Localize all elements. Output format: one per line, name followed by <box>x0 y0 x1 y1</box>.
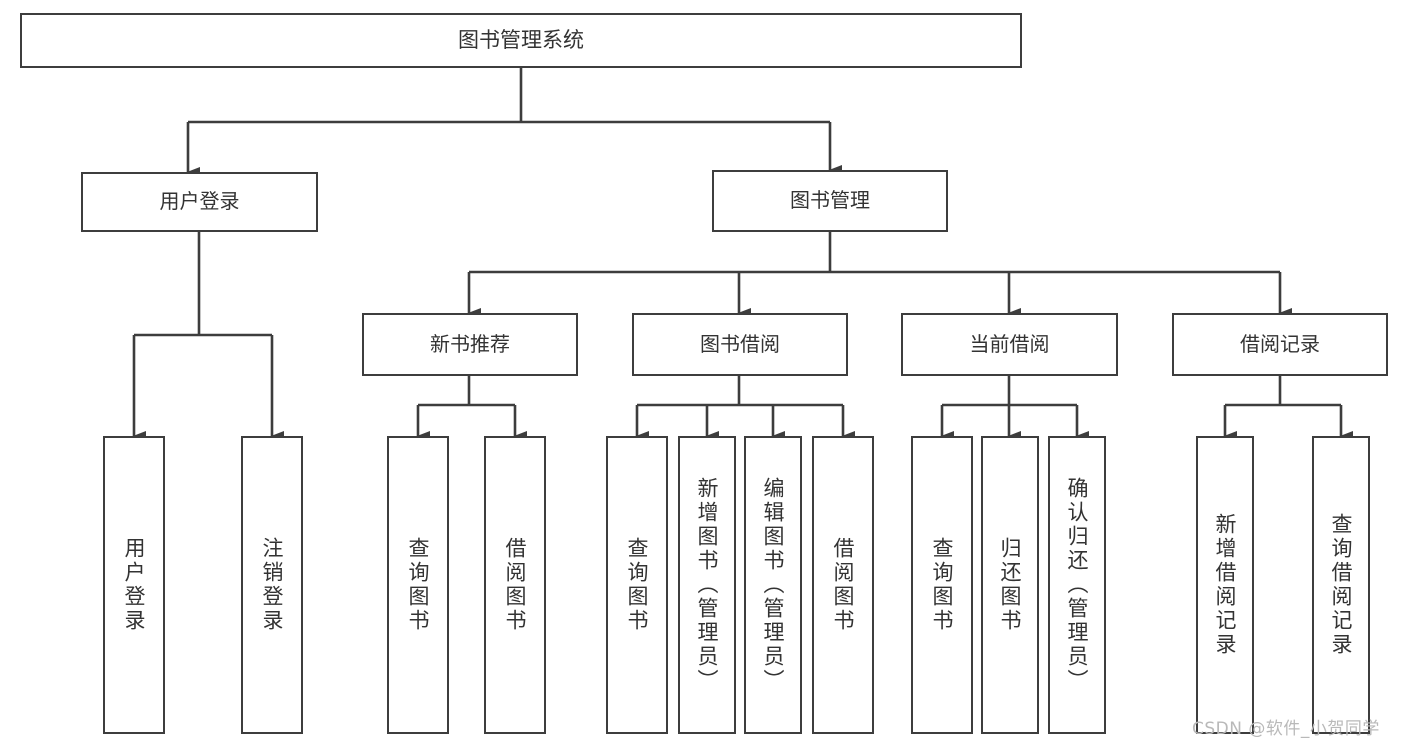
node-label: 注销登录 <box>260 537 285 633</box>
leaf-current-query-book[interactable]: 查询图书 <box>911 436 973 734</box>
node-label: 用户登录 <box>159 189 240 214</box>
node-book-management[interactable]: 图书管理 <box>712 170 948 232</box>
leaf-record-query-record[interactable]: 查询借阅记录 <box>1312 436 1370 734</box>
node-label: 新增借阅记录 <box>1213 513 1238 657</box>
node-current-borrow[interactable]: 当前借阅 <box>901 313 1118 376</box>
node-borrow-record[interactable]: 借阅记录 <box>1172 313 1388 376</box>
leaf-user-login-signin[interactable]: 用户登录 <box>103 436 165 734</box>
node-label: 查询借阅记录 <box>1329 513 1354 657</box>
node-label: 借阅记录 <box>1240 331 1320 356</box>
leaf-borrow-edit-book-admin[interactable]: 编辑图书（管理员） <box>744 436 802 734</box>
node-label: 当前借阅 <box>969 331 1050 356</box>
leaf-recommend-borrow-book[interactable]: 借阅图书 <box>484 436 546 734</box>
node-label: 新增图书（管理员） <box>695 477 720 693</box>
leaf-recommend-query-book[interactable]: 查询图书 <box>387 436 449 734</box>
node-label: 归还图书 <box>998 537 1023 633</box>
node-label: 新书推荐 <box>430 331 510 356</box>
node-label: 借阅图书 <box>831 537 856 633</box>
leaf-borrow-query-book[interactable]: 查询图书 <box>606 436 668 734</box>
leaf-current-return-book[interactable]: 归还图书 <box>981 436 1039 734</box>
node-label: 借阅图书 <box>503 537 528 633</box>
node-label: 图书管理系统 <box>458 28 584 53</box>
watermark: CSDN @软件_小贺同学 <box>1192 719 1380 739</box>
node-label: 确认归还（管理员） <box>1065 477 1090 693</box>
node-label: 编辑图书（管理员） <box>761 477 786 693</box>
leaf-borrow-borrow-book[interactable]: 借阅图书 <box>812 436 874 734</box>
leaf-borrow-add-book-admin[interactable]: 新增图书（管理员） <box>678 436 736 734</box>
leaf-current-confirm-return-admin[interactable]: 确认归还（管理员） <box>1048 436 1106 734</box>
node-book-borrow[interactable]: 图书借阅 <box>632 313 848 376</box>
node-label: 查询图书 <box>406 537 431 633</box>
node-label: 图书借阅 <box>700 331 780 356</box>
leaf-user-login-signout[interactable]: 注销登录 <box>241 436 303 734</box>
node-new-book-recommend[interactable]: 新书推荐 <box>362 313 578 376</box>
node-label: 查询图书 <box>625 537 650 633</box>
node-label: 查询图书 <box>930 537 955 633</box>
node-label: 图书管理 <box>790 188 870 213</box>
node-label: 用户登录 <box>122 537 147 633</box>
node-root[interactable]: 图书管理系统 <box>20 13 1022 68</box>
node-user-login[interactable]: 用户登录 <box>81 172 318 232</box>
leaf-record-add-record[interactable]: 新增借阅记录 <box>1196 436 1254 734</box>
